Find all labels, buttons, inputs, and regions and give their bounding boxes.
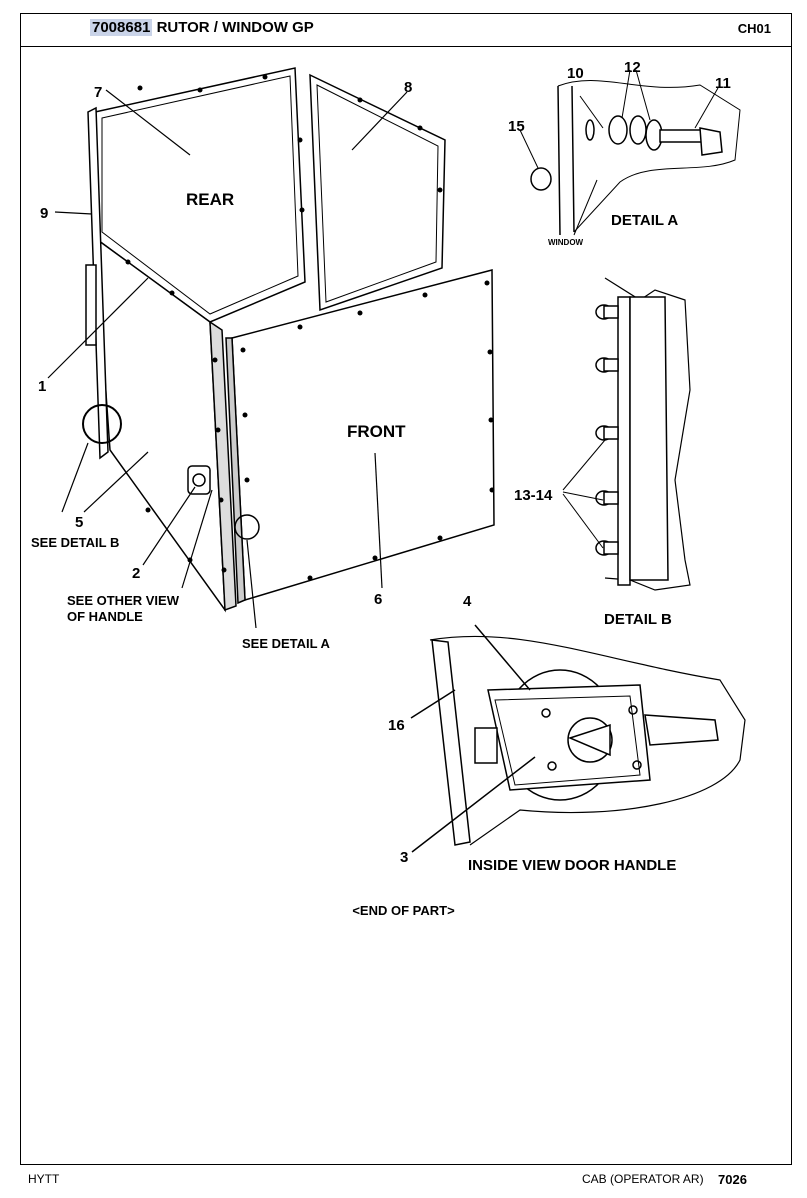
footer-page: 7026 bbox=[718, 1172, 747, 1187]
label-rear: REAR bbox=[186, 190, 234, 209]
label-see-detail-b: SEE DETAIL B bbox=[31, 535, 119, 550]
handle-knob bbox=[192, 473, 206, 487]
callout-9: 9 bbox=[40, 205, 48, 222]
callout-11: 11 bbox=[715, 75, 731, 92]
detail-b-drawing bbox=[562, 277, 691, 591]
callout-13-14: 13-14 bbox=[514, 487, 553, 504]
label-detail-b: DETAIL B bbox=[604, 611, 672, 628]
callout-12: 12 bbox=[624, 59, 641, 76]
label-window: WINDOW bbox=[548, 238, 584, 247]
callout-4: 4 bbox=[463, 593, 472, 610]
page-frame bbox=[20, 13, 792, 1165]
callout-10: 10 bbox=[567, 65, 584, 82]
inside-handle-drawing bbox=[410, 624, 746, 853]
part-number: 7008681 bbox=[90, 19, 153, 36]
label-see-other-view-1: SEE OTHER VIEW bbox=[67, 593, 180, 608]
detail-a-circle bbox=[234, 514, 260, 540]
label-see-other-view-2: OF HANDLE bbox=[67, 609, 143, 624]
callout-7: 7 bbox=[94, 84, 102, 101]
left-door-panel bbox=[87, 106, 237, 613]
footer-left: HYTT bbox=[28, 1172, 60, 1186]
callout-2: 2 bbox=[132, 565, 140, 582]
detail-a-drawing bbox=[519, 69, 741, 236]
callout-1: 1 bbox=[38, 378, 46, 395]
callout-6: 6 bbox=[374, 591, 382, 608]
rivets bbox=[125, 74, 495, 581]
title-text: RUTOR / WINDOW GP bbox=[152, 19, 314, 36]
leader-lines bbox=[47, 89, 408, 629]
callout-15: 15 bbox=[508, 118, 525, 135]
label-detail-a: DETAIL A bbox=[611, 212, 678, 229]
door-handle bbox=[187, 465, 211, 495]
callout-8: 8 bbox=[404, 79, 412, 96]
hinge bbox=[85, 264, 97, 346]
label-see-detail-a: SEE DETAIL A bbox=[242, 636, 330, 651]
footer-section: CAB (OPERATOR AR) bbox=[582, 1172, 704, 1186]
page-title: 7008681 RUTOR / WINDOW GP bbox=[90, 19, 314, 36]
header-divider bbox=[20, 46, 792, 47]
side-window-panel bbox=[309, 73, 446, 312]
end-of-part: <END OF PART> bbox=[352, 903, 455, 918]
label-front: FRONT bbox=[347, 422, 406, 441]
label-inside-view: INSIDE VIEW DOOR HANDLE bbox=[468, 857, 676, 874]
chapter-code: CH01 bbox=[737, 21, 771, 36]
detail-b-circle bbox=[82, 404, 122, 444]
page-number: 7026 bbox=[718, 1172, 747, 1187]
callout-3: 3 bbox=[400, 849, 408, 866]
callout-5: 5 bbox=[75, 514, 83, 531]
callout-16: 16 bbox=[388, 717, 405, 734]
